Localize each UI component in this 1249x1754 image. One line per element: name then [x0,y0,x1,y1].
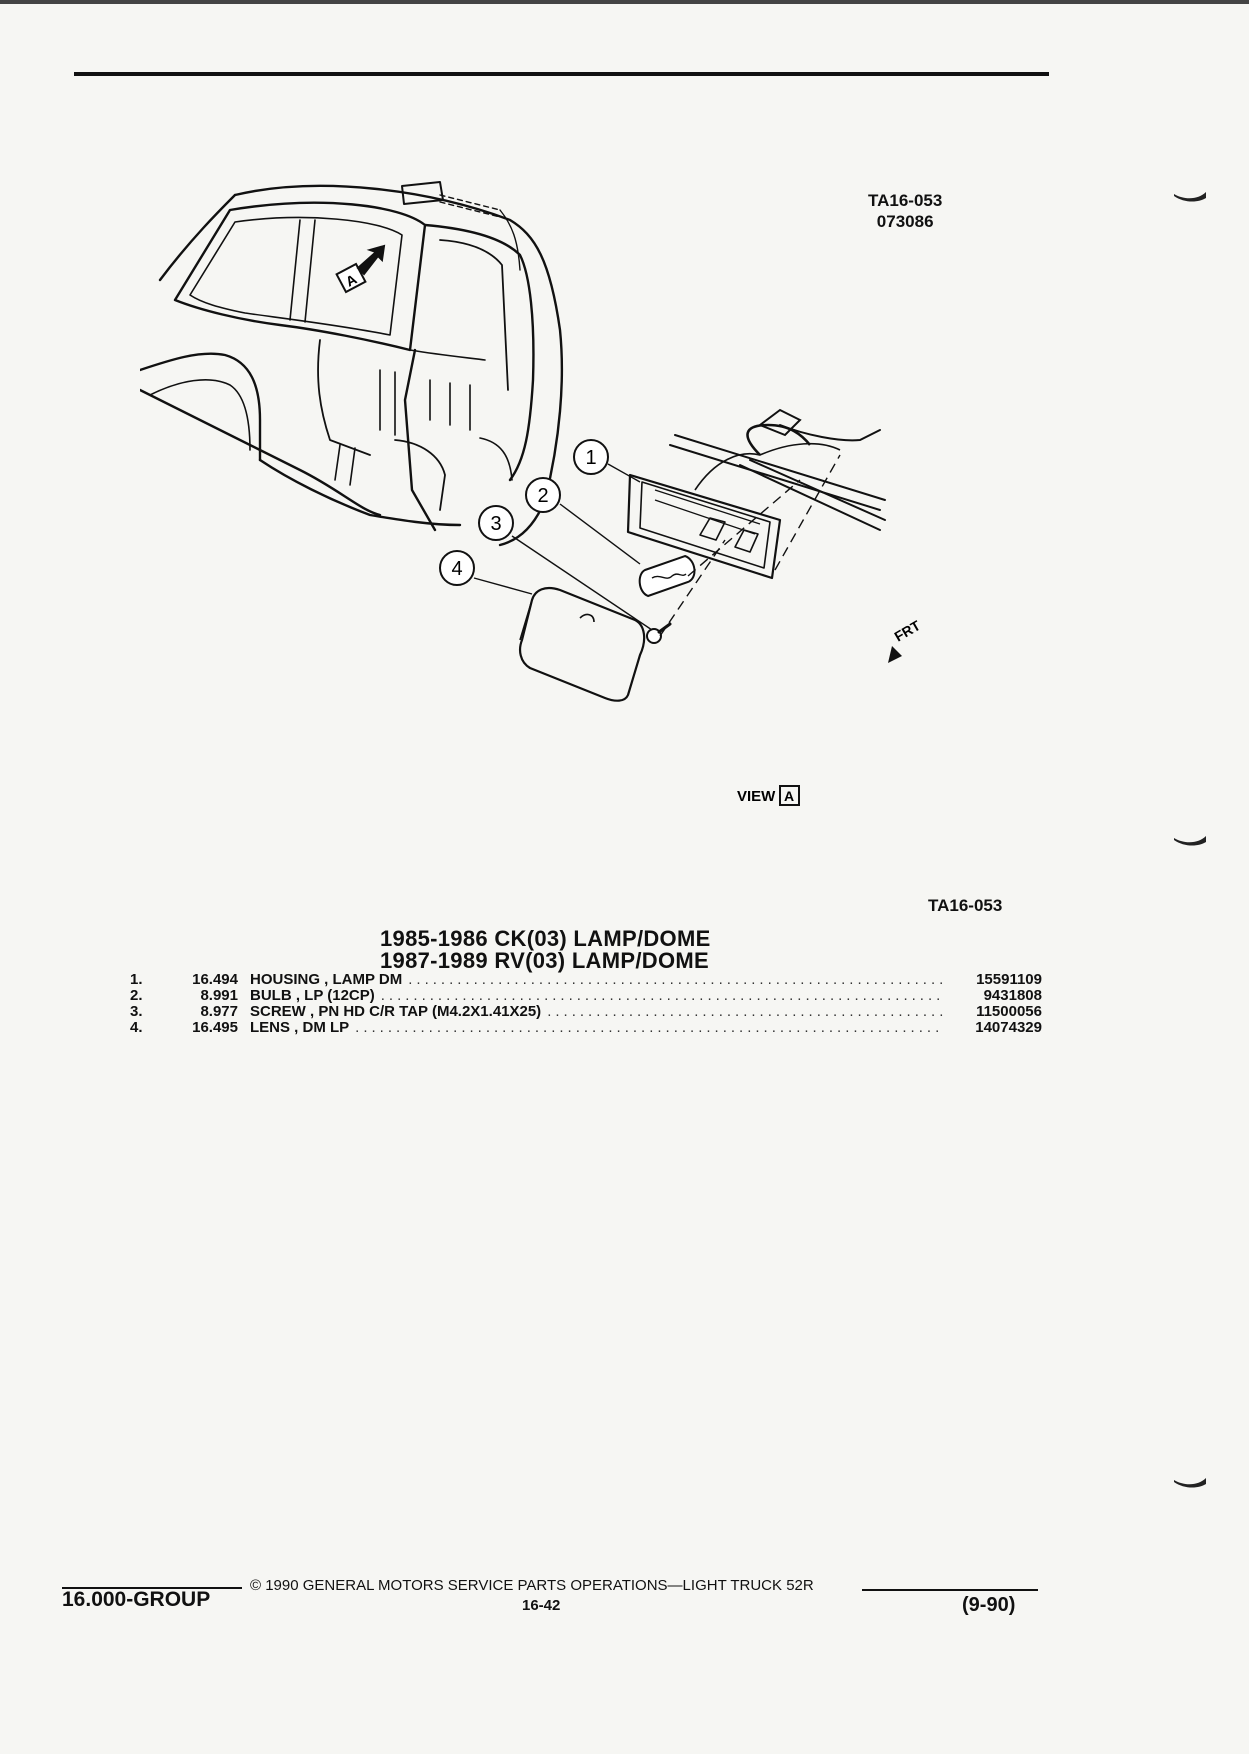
view-caption: VIEW A [737,785,800,806]
footer-rule-left [62,1587,242,1589]
dot-leader [547,1004,944,1020]
group-code: 8.977 [200,1003,238,1020]
item-number: 2. [130,987,143,1004]
figure-id-block: TA16-053 073086 [868,190,942,232]
part-description: BULB , LP (12CP) [250,987,375,1004]
part-number: 9431808 [983,987,1042,1004]
group-code: 16.495 [192,1019,238,1036]
roof-rail-drawing [669,408,886,531]
front-direction-marker: FRT [888,617,923,663]
catalog-title-line-1: 1985-1986 CK(03) LAMP/DOME [380,926,711,951]
callout-3-label: 3 [490,513,501,535]
footer-rule-right [862,1589,1038,1591]
dot-leader [381,988,944,1004]
dot-leader [408,972,944,988]
assembly-guide-lines [659,454,841,637]
bulb-drawing [638,554,696,598]
page-top-edge [0,0,1249,4]
callout-1-label: 1 [585,447,596,469]
callout-3: 3 [478,505,514,541]
footer-group-label: 16.000-GROUP [62,1588,211,1611]
parts-list-row: 1. 16.494 HOUSING , LAMP DM 15591109 [130,972,1042,988]
part-number: 11500056 [976,1003,1042,1020]
dot-leader [355,1020,944,1036]
part-number: 14074329 [975,1019,1042,1036]
callout-4-label: 4 [451,558,462,580]
group-code: 8.991 [200,987,238,1004]
item-number: 4. [130,1019,143,1036]
binder-hole-mark [1174,1478,1206,1488]
item-number: 1. [130,971,143,988]
page-number: 16-42 [522,1597,561,1614]
front-label: FRT [892,617,924,645]
figure-code: TA16-053 [868,191,943,210]
callout-2-label: 2 [537,485,548,507]
header-rule [74,72,1049,76]
callout-2: 2 [525,477,561,513]
dome-lamp-illustration: A 1 [140,181,923,806]
parts-list-row: 3. 8.977 SCREW , PN HD C/R TAP (M4.2X1.4… [130,1004,1042,1020]
part-description: LENS , DM LP [250,1019,350,1036]
callout-4: 4 [439,550,475,586]
figure-reference: TA16-053 [928,896,1003,915]
lens-drawing [519,586,646,702]
leader-lines [473,463,653,631]
lamp-housing-drawing [626,423,841,580]
parts-list-row: 2. 8.991 BULB , LP (12CP) 9431808 [130,988,1042,1004]
part-description: SCREW , PN HD C/R TAP (M4.2X1.41X25) [250,1003,542,1020]
view-caption-letter: A [784,788,794,804]
callout-1: 1 [573,439,609,475]
binder-hole-mark [1174,192,1206,202]
view-a-marker: A [335,244,386,294]
figure-date-code: 073086 [876,212,934,231]
item-number: 3. [130,1003,143,1020]
revision-date: (9-90) [962,1594,1016,1616]
binder-hole-mark [1174,836,1206,846]
parts-list: 1. 16.494 HOUSING , LAMP DM 15591109 2. … [130,972,1042,1036]
catalog-title: 1985-1986 CK(03) LAMP/DOME 1987-1989 RV(… [380,928,711,972]
view-caption-text: VIEW [737,788,776,805]
part-number: 15591109 [976,971,1042,988]
truck-cab-drawing [140,181,564,547]
footer-copyright: © 1990 GENERAL MOTORS SERVICE PARTS OPER… [250,1577,814,1594]
screw-drawing [646,622,672,644]
catalog-title-line-2: 1987-1989 RV(03) LAMP/DOME [380,948,709,973]
group-code: 16.494 [192,971,238,988]
parts-list-row: 4. 16.495 LENS , DM LP 14074329 [130,1020,1042,1036]
part-description: HOUSING , LAMP DM [250,971,403,988]
